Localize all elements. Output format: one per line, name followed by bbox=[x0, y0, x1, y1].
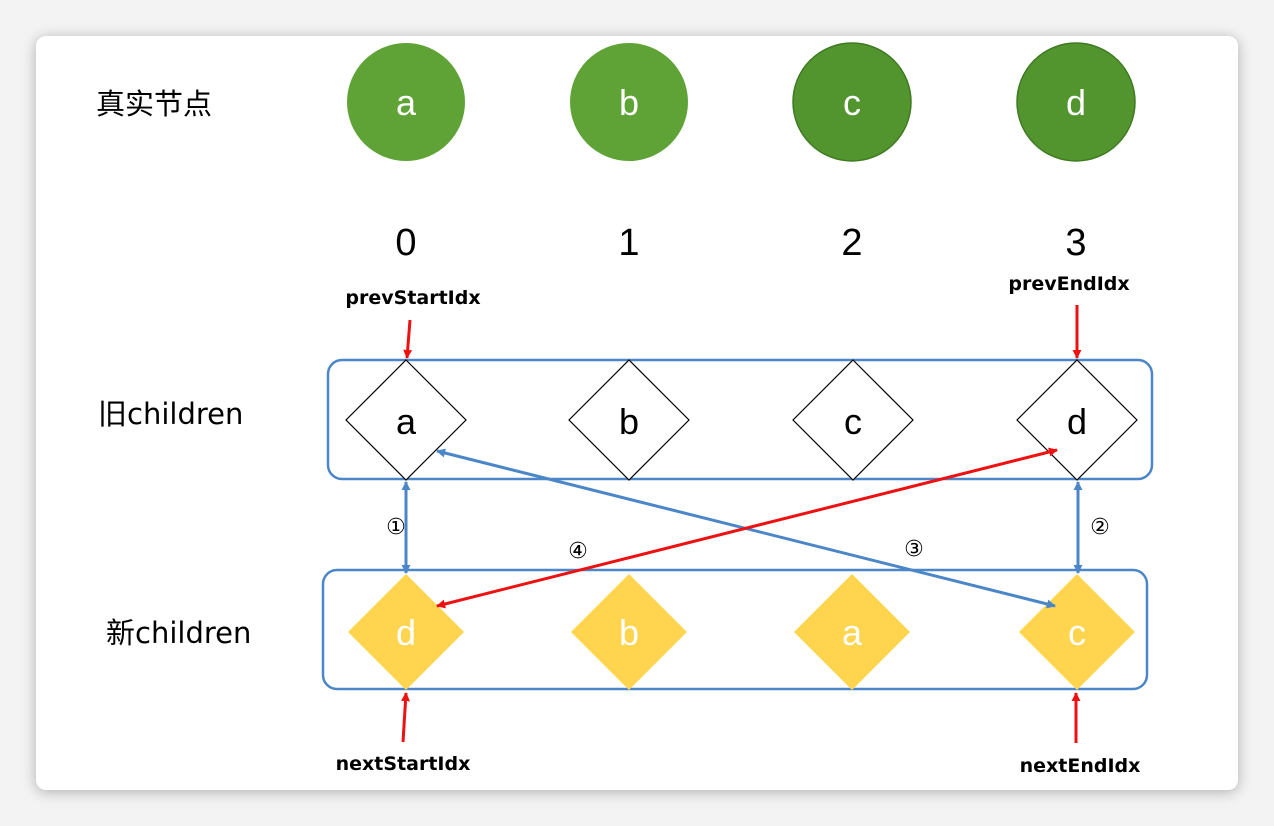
prev-end-idx-label: prevEndIdx bbox=[1008, 273, 1129, 295]
real-node-d: d bbox=[1016, 42, 1136, 162]
real-node-b: b bbox=[570, 43, 688, 161]
old-children-label: 旧children bbox=[98, 397, 243, 431]
index-3: 3 bbox=[1065, 222, 1086, 264]
new-node-label: c bbox=[1068, 612, 1086, 653]
real-nodes-label: 真实节点 bbox=[96, 87, 212, 121]
old-node-label: a bbox=[396, 401, 417, 442]
old-node-b: b bbox=[568, 359, 690, 481]
next-end-idx-label: nextEndIdx bbox=[1020, 755, 1141, 777]
old-node-d: d bbox=[1016, 359, 1138, 481]
step-3-marker: ③ bbox=[904, 537, 924, 562]
real-node-label: b bbox=[619, 82, 639, 123]
step-2-marker: ② bbox=[1090, 515, 1110, 540]
old-node-a: a bbox=[345, 359, 467, 481]
real-node-label: d bbox=[1066, 82, 1086, 123]
old-node-label: d bbox=[1067, 401, 1087, 442]
next-start-arrow bbox=[401, 692, 410, 743]
compare-arrow-4 bbox=[436, 447, 1058, 609]
new-node-label: b bbox=[619, 612, 639, 653]
step-4-marker: ④ bbox=[568, 539, 588, 564]
real-node-a: a bbox=[347, 43, 465, 161]
new-node-d: d bbox=[348, 574, 464, 690]
index-1: 1 bbox=[618, 222, 639, 264]
old-node-label: b bbox=[619, 401, 639, 442]
prev-start-arrow bbox=[403, 319, 413, 359]
real-node-c: c bbox=[792, 42, 912, 162]
index-2: 2 bbox=[841, 222, 862, 264]
new-node-label: a bbox=[842, 612, 863, 653]
real-node-label: a bbox=[396, 82, 417, 123]
new-children-label: 新children bbox=[106, 616, 251, 650]
prev-start-idx-label: prevStartIdx bbox=[345, 287, 480, 309]
step-1-marker: ① bbox=[386, 515, 406, 540]
old-node-c: c bbox=[792, 359, 914, 481]
new-node-label: d bbox=[396, 612, 416, 653]
new-node-c: c bbox=[1019, 574, 1135, 690]
real-node-label: c bbox=[843, 82, 861, 123]
new-node-a: a bbox=[794, 574, 910, 690]
next-start-idx-label: nextStartIdx bbox=[336, 753, 471, 775]
new-node-b: b bbox=[571, 574, 687, 690]
old-node-label: c bbox=[844, 401, 862, 442]
index-0: 0 bbox=[395, 222, 416, 264]
